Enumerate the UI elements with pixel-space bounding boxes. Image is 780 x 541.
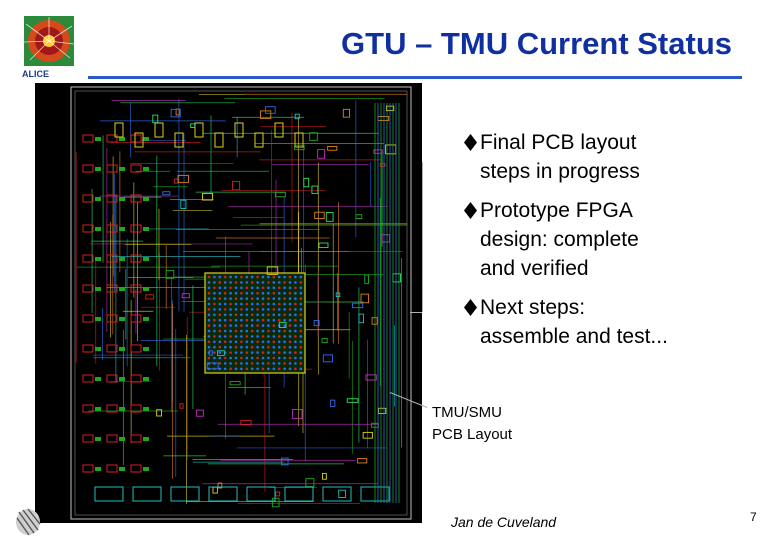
institute-logo-icon — [14, 506, 42, 536]
caption-line: PCB Layout — [432, 426, 513, 443]
author-name: Jan de Cuveland — [451, 514, 557, 530]
caption-line: TMU/SMU — [432, 404, 502, 421]
bullet-line: and verified — [480, 257, 589, 280]
bullet-list: Final PCB layout steps in progress Proto… — [464, 128, 726, 361]
page-number: 7 — [750, 510, 757, 524]
bullet-item: Prototype FPGA design: complete and veri… — [464, 196, 726, 283]
diamond-bullet-icon — [464, 202, 477, 219]
bullet-line: design: complete — [480, 228, 639, 251]
bullet-line: steps in progress — [480, 160, 640, 183]
bullet-item: Next steps: assemble and test... — [464, 293, 726, 351]
slide-title: GTU – TMU Current Status — [341, 26, 732, 61]
callout-line-horizontal — [410, 312, 422, 313]
bullet-line: Final PCB layout — [480, 131, 637, 154]
svg-text:ALICE: ALICE — [22, 69, 49, 79]
bullet-line: assemble and test... — [480, 325, 668, 348]
bullet-line: Next steps: — [480, 296, 586, 319]
callout-line-vertical — [422, 162, 423, 312]
bullet-line: Prototype FPGA — [480, 199, 633, 222]
bullet-item: Final PCB layout steps in progress — [464, 128, 726, 186]
image-caption: TMU/SMU PCB Layout — [432, 402, 512, 446]
title-underline — [88, 76, 742, 79]
diamond-bullet-icon — [464, 134, 477, 151]
experiment-logo-icon: ALICE — [18, 14, 82, 80]
pcb-layout-image — [35, 83, 422, 523]
diamond-bullet-icon — [464, 299, 477, 316]
